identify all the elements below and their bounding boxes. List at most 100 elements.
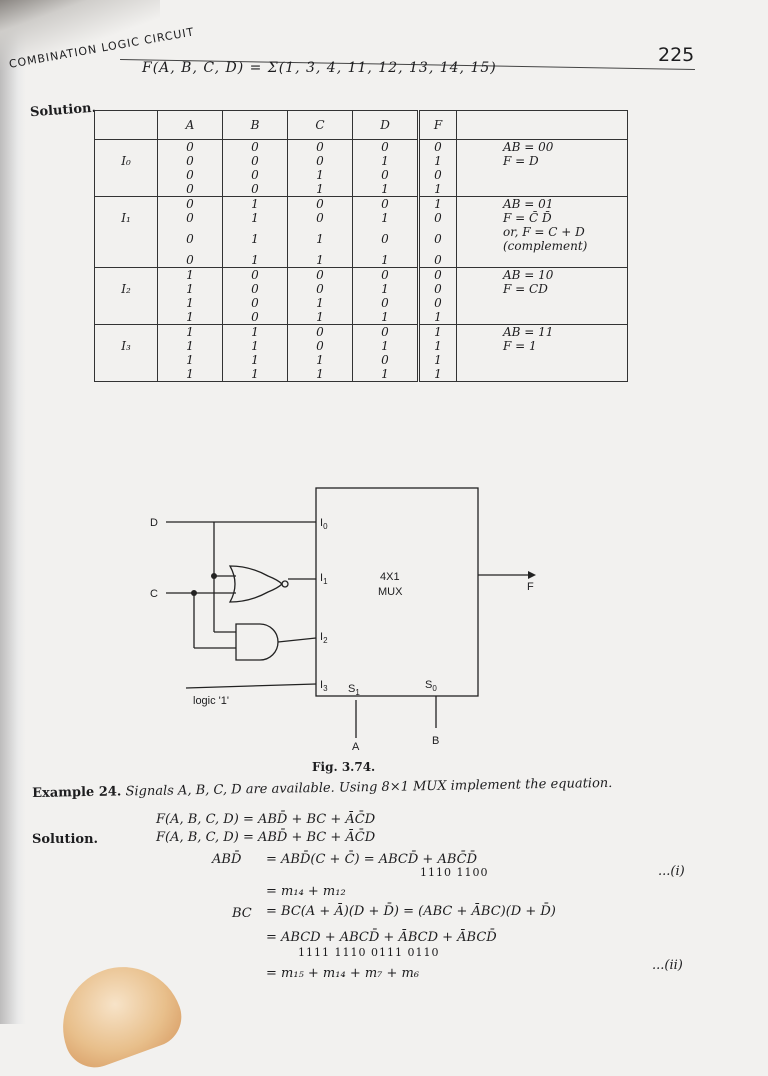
finger-photo-artifact <box>46 950 190 1076</box>
table-cell: 0 <box>157 225 223 253</box>
table-cell: 1 <box>418 367 457 382</box>
equation-line-4: = m₁₄ + m₁₂ <box>266 884 346 899</box>
equation-line-3: = ABD̄(C + C̄) = ABCD̄ + ABC̄D̄ <box>266 852 478 867</box>
table-cell: 1 <box>222 196 288 211</box>
table-cell: 0 <box>287 211 353 225</box>
table-cell: 1 <box>418 324 457 339</box>
group-label <box>94 139 158 154</box>
table-cell: 1 <box>418 196 457 211</box>
mux-label-name: MUX <box>378 586 403 598</box>
table-cell: 0 <box>418 282 457 296</box>
solution-label-2: Solution. <box>32 832 99 847</box>
header-cell-c: C <box>287 110 353 140</box>
table-cell: 1 <box>287 310 353 325</box>
group-note: F = D <box>503 154 539 168</box>
table-cell: 0 <box>157 139 223 154</box>
table-cell: 0 <box>352 196 420 211</box>
wire-and-i2 <box>277 637 317 643</box>
group-note <box>456 253 628 268</box>
header-cell-group <box>94 110 158 140</box>
table-cell: 1 <box>157 324 223 339</box>
table-cell: 1 <box>157 296 223 310</box>
table-cell: 0 <box>352 139 420 154</box>
group-label <box>94 296 158 310</box>
and-gate <box>235 623 279 661</box>
table-cell: 1 <box>352 367 420 382</box>
figure-caption: Fig. 3.74. <box>312 760 376 774</box>
mux-circuit-diagram: D C logic '1' I0 I1 I2 I3 S1 S0 4X1 MUX … <box>150 487 536 753</box>
table-cell: 0 <box>352 324 420 339</box>
group-note <box>456 367 628 382</box>
equation-line-5: = BC(A + Ā)(D + D̄) = (ABC + ĀBC)(D + D̄… <box>266 904 556 919</box>
equation-tag-1: ...(i) <box>658 864 685 879</box>
header-cell-notes <box>456 110 628 140</box>
table-cell: 0 <box>352 296 420 310</box>
group-label <box>94 267 158 282</box>
table-cell: 1 <box>418 353 457 367</box>
minterm-codes-2: 1111 1110 0111 0110 <box>298 946 440 959</box>
table-cell: 0 <box>352 225 420 253</box>
group-label <box>94 310 158 325</box>
example-label: Example 24. <box>32 784 122 801</box>
table-cell: 1 <box>222 225 288 253</box>
group-label: I₀ <box>94 154 158 168</box>
pin-i2: I2 <box>320 631 328 645</box>
group-note: AB = 00 <box>503 140 554 154</box>
table-cell: 0 <box>222 168 288 182</box>
page-number: 225 <box>658 44 695 66</box>
table-cell: 1 <box>352 253 420 268</box>
table-cell: 1 <box>352 211 420 225</box>
group-note: AB = 01 <box>503 197 554 211</box>
table-cell: 1 <box>287 225 353 253</box>
group-note <box>456 182 628 197</box>
input-c-label: C <box>150 588 158 600</box>
table-cell: 0 <box>418 296 457 310</box>
table-cell: 0 <box>287 267 353 282</box>
table-cell: 0 <box>418 211 457 225</box>
corner-shadow <box>0 0 160 70</box>
header-cell-f: F <box>418 110 457 140</box>
junction-dot <box>191 590 197 596</box>
group-note <box>457 353 628 367</box>
output-arrow-icon <box>528 571 536 579</box>
mux-block <box>315 487 479 697</box>
group-label <box>94 225 158 253</box>
group-label <box>94 182 158 197</box>
solution-label: Solution. <box>29 100 97 121</box>
header-cell-b: B <box>222 110 288 140</box>
table-cell: 1 <box>222 367 288 382</box>
table-cell: 0 <box>352 267 420 282</box>
output-f-label: F <box>527 581 534 593</box>
pin-s0: S0 <box>425 679 437 693</box>
page-binding-shadow <box>0 0 26 1024</box>
table-cell: 0 <box>157 182 223 197</box>
example-text: Signals A, B, C, D are available. Using … <box>125 775 613 800</box>
group-note <box>456 310 628 325</box>
junction-dot <box>211 573 217 579</box>
table-cell: 1 <box>222 353 288 367</box>
table-cell: 0 <box>287 154 353 168</box>
table-cell: 0 <box>222 267 288 282</box>
table-cell: 1 <box>418 339 457 353</box>
table-cell: 0 <box>287 324 353 339</box>
table-cell: 0 <box>352 353 420 367</box>
table-cell: 0 <box>157 168 223 182</box>
table-cell: 1 <box>222 324 288 339</box>
group-note <box>457 296 628 310</box>
table-cell: 0 <box>222 182 288 197</box>
group-label: I₂ <box>94 282 158 296</box>
table-cell: 0 <box>418 267 457 282</box>
table-cell: 0 <box>157 253 223 268</box>
table-cell: 1 <box>352 182 420 197</box>
table-cell: 1 <box>157 310 223 325</box>
